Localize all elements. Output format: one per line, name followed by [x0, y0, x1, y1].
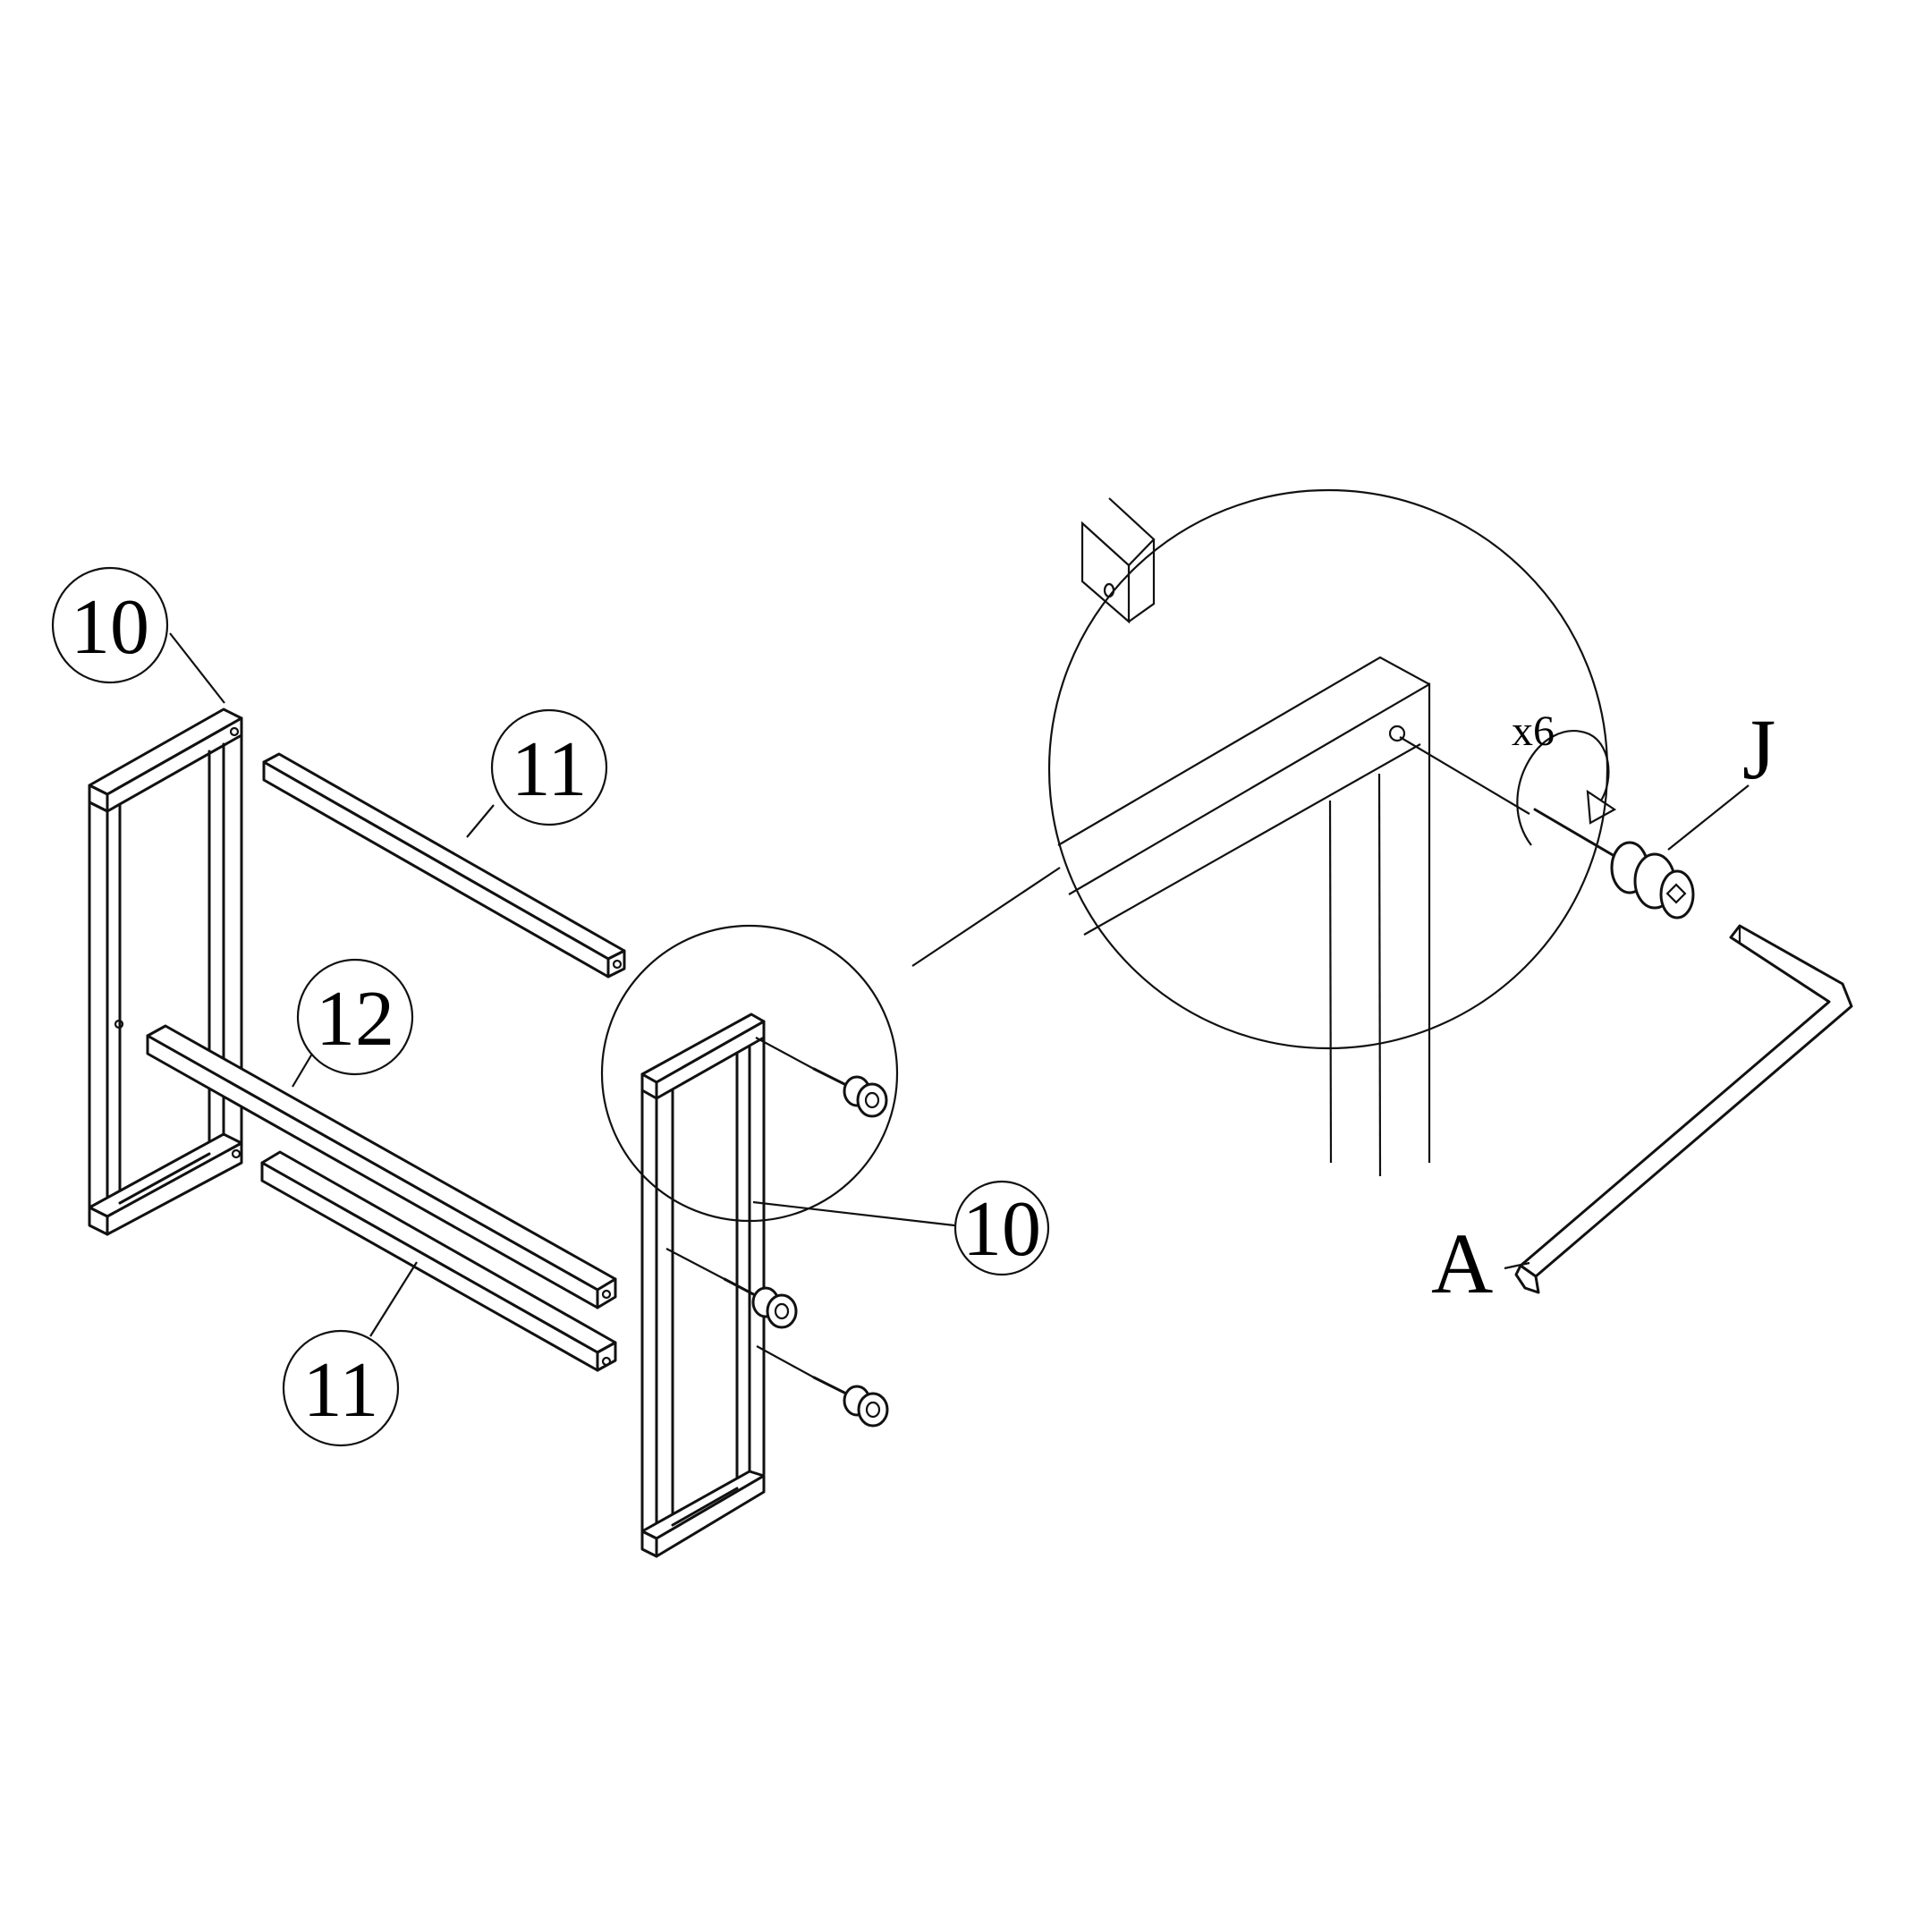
hardware-label-j: J [1742, 701, 1775, 797]
callout-10-left: 10 [51, 566, 225, 704]
callout-label: 10 [71, 584, 149, 671]
bolt-middle [665, 1248, 798, 1329]
bolt-j [1533, 808, 1695, 919]
callout-11-upper: 11 [466, 708, 608, 838]
rail-12-long [146, 1024, 617, 1309]
callout-10-right: 10 [752, 1180, 1050, 1276]
callout-label: 10 [962, 1186, 1041, 1273]
bolt-bottom [756, 1345, 889, 1428]
rail-11-lower [260, 1150, 617, 1372]
callout-12: 12 [292, 958, 414, 1088]
rotation-arrow-icon [1516, 730, 1610, 846]
callout-label: 11 [512, 726, 588, 813]
bolt-top [755, 1037, 888, 1118]
hex-key-a [1514, 924, 1853, 1294]
callout-label: 12 [316, 976, 394, 1063]
detail-view: x6 J A [1047, 488, 1853, 1311]
rail-11-upper [262, 752, 626, 979]
callout-label: 11 [303, 1347, 379, 1434]
detail-connector [911, 867, 1061, 967]
tool-label-a: A [1431, 1216, 1493, 1311]
side-frame-right [640, 1013, 766, 1558]
side-frame-left [88, 708, 243, 1236]
quantity-label: x6 [1512, 708, 1555, 755]
detail-highlight-circle [600, 924, 899, 1223]
callout-11-lower: 11 [282, 1261, 418, 1447]
